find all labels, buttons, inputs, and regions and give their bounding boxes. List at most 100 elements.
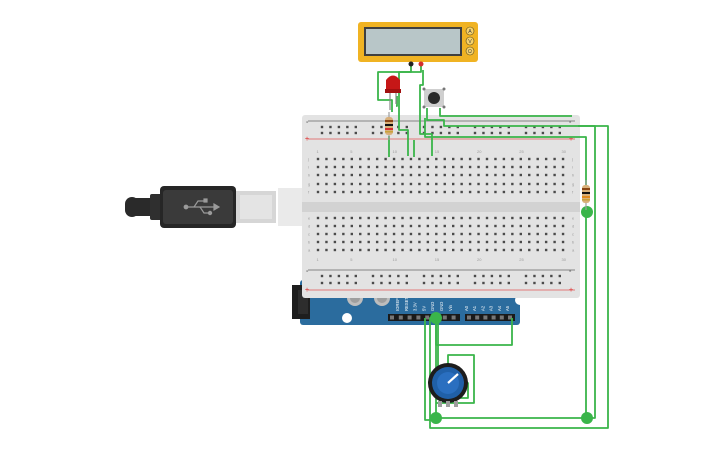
breadboard-hole[interactable] <box>443 240 446 244</box>
pushbutton-icon[interactable] <box>422 87 446 109</box>
breadboard-hole[interactable] <box>342 190 345 194</box>
rail-hole[interactable] <box>380 274 383 278</box>
header-pin[interactable] <box>475 315 480 320</box>
breadboard-hole[interactable] <box>452 157 455 161</box>
pushbutton-cap[interactable] <box>428 92 440 104</box>
breadboard-hole[interactable] <box>333 173 337 177</box>
breadboard-hole[interactable] <box>460 216 463 220</box>
analog-header[interactable] <box>465 314 515 321</box>
breadboard-hole[interactable] <box>342 248 345 252</box>
breadboard-hole[interactable] <box>392 232 396 236</box>
breadboard-hole[interactable] <box>528 248 531 252</box>
breadboard-hole[interactable] <box>519 190 522 194</box>
rail-hole[interactable] <box>337 281 341 285</box>
rail-hole[interactable] <box>397 131 400 135</box>
rail-hole[interactable] <box>405 125 408 129</box>
rail-hole[interactable] <box>320 281 324 285</box>
rail-hole[interactable] <box>371 274 375 278</box>
breadboard-hole[interactable] <box>519 182 522 186</box>
breadboard-hole[interactable] <box>494 157 497 161</box>
rail-hole[interactable] <box>380 131 383 135</box>
breadboard-hole[interactable] <box>342 173 345 177</box>
breadboard-hole[interactable] <box>460 190 463 194</box>
rail-hole[interactable] <box>558 125 561 129</box>
breadboard-hole[interactable] <box>409 232 413 236</box>
breadboard-hole[interactable] <box>401 232 404 236</box>
breadboard-hole[interactable] <box>502 216 506 220</box>
header-pin[interactable] <box>467 315 471 320</box>
rail-hole[interactable] <box>405 281 408 285</box>
breadboard-hole[interactable] <box>485 165 489 169</box>
breadboard-hole[interactable] <box>426 190 430 194</box>
breadboard-hole[interactable] <box>418 173 421 177</box>
breadboard-hole[interactable] <box>401 190 404 194</box>
header-pin[interactable] <box>451 315 456 320</box>
breadboard-hole[interactable] <box>333 248 337 252</box>
breadboard-hole[interactable] <box>553 182 556 186</box>
breadboard-hole[interactable] <box>435 232 438 236</box>
wire-endpoint[interactable] <box>430 312 442 324</box>
breadboard-hole[interactable] <box>536 173 539 177</box>
breadboard-hole[interactable] <box>418 240 421 244</box>
breadboard-hole[interactable] <box>401 224 404 228</box>
breadboard-hole[interactable] <box>536 232 539 236</box>
wire-endpoint[interactable] <box>581 206 593 218</box>
breadboard-hole[interactable] <box>511 232 514 236</box>
breadboard-hole[interactable] <box>392 165 396 169</box>
breadboard-hole[interactable] <box>359 182 362 186</box>
breadboard-hole[interactable] <box>528 157 531 161</box>
rail-hole[interactable] <box>329 125 332 129</box>
breadboard-hole[interactable] <box>553 240 556 244</box>
breadboard-hole[interactable] <box>477 190 480 194</box>
breadboard-hole[interactable] <box>536 165 539 169</box>
header-pin[interactable] <box>499 315 504 320</box>
breadboard-hole[interactable] <box>350 165 353 169</box>
rail-hole[interactable] <box>448 274 451 278</box>
breadboard-hole[interactable] <box>511 165 514 169</box>
breadboard-hole[interactable] <box>485 240 489 244</box>
breadboard-hole[interactable] <box>384 157 387 161</box>
breadboard-hole[interactable] <box>392 157 396 161</box>
breadboard-hole[interactable] <box>502 165 506 169</box>
rail-hole[interactable] <box>541 274 545 278</box>
breadboard-hole[interactable] <box>316 157 320 161</box>
breadboard-hole[interactable] <box>494 165 497 169</box>
breadboard-hole[interactable] <box>325 182 328 186</box>
breadboard-hole[interactable] <box>519 165 522 169</box>
rail-hole[interactable] <box>371 281 375 285</box>
multimeter-mode-button[interactable] <box>465 46 475 56</box>
breadboard-hole[interactable] <box>494 173 497 177</box>
breadboard-hole[interactable] <box>494 216 497 220</box>
breadboard-hole[interactable] <box>325 173 328 177</box>
breadboard-hole[interactable] <box>460 182 463 186</box>
rail-hole[interactable] <box>405 274 408 278</box>
breadboard-hole[interactable] <box>426 232 430 236</box>
breadboard-hole[interactable] <box>401 182 404 186</box>
rail-hole[interactable] <box>354 125 357 129</box>
breadboard-hole[interactable] <box>409 240 413 244</box>
breadboard-hole[interactable] <box>426 173 430 177</box>
breadboard-hole[interactable] <box>401 216 404 220</box>
rail-hole[interactable] <box>550 281 553 285</box>
breadboard-hole[interactable] <box>452 182 455 186</box>
rail-hole[interactable] <box>482 125 485 129</box>
rail-hole[interactable] <box>499 131 502 135</box>
breadboard-hole[interactable] <box>325 240 328 244</box>
rail-hole[interactable] <box>524 131 528 135</box>
breadboard-hole[interactable] <box>452 224 455 228</box>
breadboard-hole[interactable] <box>333 216 337 220</box>
wire[interactable] <box>435 318 513 346</box>
wire[interactable] <box>424 118 587 190</box>
breadboard-hole[interactable] <box>359 232 362 236</box>
rail-hole[interactable] <box>422 281 426 285</box>
breadboard-hole[interactable] <box>452 232 455 236</box>
breadboard-hole[interactable] <box>367 165 370 169</box>
breadboard-hole[interactable] <box>511 190 514 194</box>
breadboard-hole[interactable] <box>435 173 438 177</box>
breadboard-hole[interactable] <box>426 216 430 220</box>
rail-hole[interactable] <box>456 281 459 285</box>
rail-hole[interactable] <box>499 125 502 129</box>
breadboard-hole[interactable] <box>494 182 497 186</box>
breadboard-hole[interactable] <box>401 173 404 177</box>
rail-hole[interactable] <box>456 131 459 135</box>
